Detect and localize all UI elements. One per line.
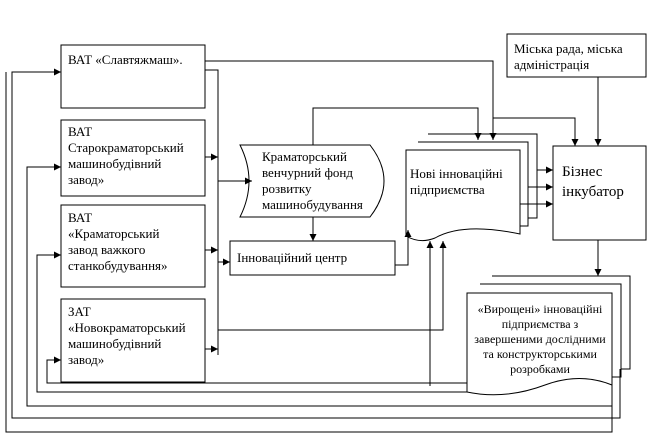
label-new-enterprises: Нові інноваційні підприємства: [410, 166, 503, 197]
box-city-council: [506, 33, 647, 78]
label-grown-enterprises: «Вирощені» інноваційні підприємства з за…: [474, 302, 606, 376]
shape-new-enterprises: [405, 133, 538, 242]
box-innovation-center: [229, 240, 396, 276]
label-nkmz: ЗАТ «Новокраматорський машинобудівний за…: [68, 304, 186, 367]
box-skmz: [60, 119, 206, 197]
label-innovation-center: Інноваційний центр: [237, 250, 348, 265]
label-business-incubator: Бізнес інкубатор: [562, 164, 624, 200]
box-slavtyazhmash: [60, 44, 206, 109]
box-nkmz: [60, 298, 206, 383]
label-skmz: ВАТ Старокраматорський машинобудівний за…: [68, 124, 184, 187]
shape-venture-fund: [239, 144, 385, 218]
box-kzvs: [60, 204, 206, 288]
box-business-incubator: [552, 145, 647, 241]
label-kzvs: ВАТ «Краматорський завод важкого станкоб…: [68, 210, 168, 273]
label-slavtyazhmash: ВАТ «Славтяжмаш».: [68, 52, 183, 67]
label-city-council: Міська рада, міська адміністрація: [514, 41, 623, 72]
shape-grown-enterprises: [466, 275, 631, 396]
connectors: [5, 60, 621, 433]
label-venture-fund: Краматорський венчурний фонд розвитку ма…: [262, 149, 363, 212]
